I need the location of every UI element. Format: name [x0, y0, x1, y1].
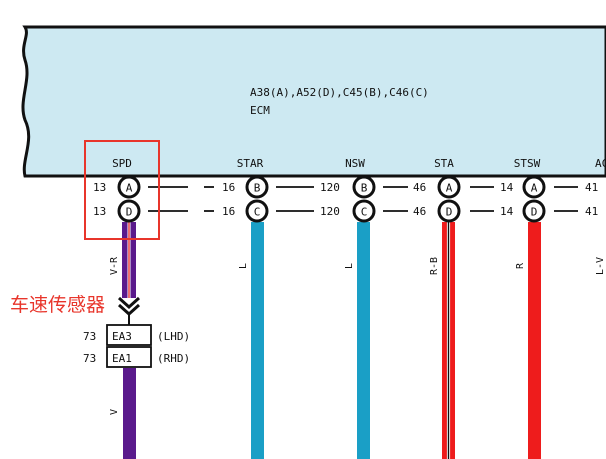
connector-note: (LHD)	[157, 330, 190, 343]
pin-number: 41	[585, 181, 598, 194]
pin-circle	[245, 175, 269, 199]
pin-letter: A	[531, 182, 538, 195]
connector-name: EA3	[112, 330, 132, 343]
pin-circle	[117, 175, 141, 199]
pin-number: 41	[585, 205, 598, 218]
connector-pin: 73	[83, 330, 96, 343]
pin-number: 16	[222, 181, 235, 194]
ecm-box	[21, 25, 606, 178]
pin-letter: D	[531, 206, 538, 219]
terminal-name-sta: STA	[434, 157, 454, 170]
pin-circle	[522, 199, 546, 223]
row-lines	[148, 186, 578, 212]
connector-arrow-icon	[117, 296, 141, 317]
pin-number: 13	[93, 181, 106, 194]
wire-label-sta: R-B	[429, 257, 440, 275]
pin-number: 14	[500, 181, 514, 194]
pin-circle	[352, 199, 376, 223]
pin-circle	[245, 199, 269, 223]
pin-letter: D	[446, 206, 453, 219]
wire-label-nsw: L	[344, 263, 355, 269]
pin-number: 13	[93, 205, 106, 218]
wire-label-ac: L-V	[595, 257, 606, 275]
pin-number: 120	[320, 205, 340, 218]
pin-letter: A	[446, 182, 453, 195]
wire-label-stsw: R	[515, 262, 526, 269]
connector-note: (RHD)	[157, 352, 190, 365]
terminal-name-ac: AC	[595, 157, 606, 170]
ecm-codes: A38(A),A52(D),C45(B),C46(C)	[250, 86, 429, 99]
ecm-name: ECM	[250, 104, 270, 117]
pin-circle	[437, 199, 461, 223]
pin-circle	[437, 175, 461, 199]
pin-number: 120	[320, 181, 340, 194]
pin-letter: A	[126, 182, 133, 195]
pin-circle	[352, 175, 376, 199]
wire-stsw	[528, 222, 541, 459]
wire-nsw	[357, 222, 370, 459]
pin-number: 14	[500, 205, 514, 218]
connector-box-ea1	[106, 346, 152, 368]
wire-sta	[442, 222, 455, 459]
terminal-name-star: STAR	[237, 157, 264, 170]
connector-box-ea3	[106, 324, 152, 346]
speed-sensor-annotation: 车速传感器	[10, 294, 105, 316]
terminal-name-spd: SPD	[112, 157, 132, 170]
pin-letter: B	[361, 182, 368, 195]
pin-letter: C	[361, 206, 368, 219]
wire-label-spd-lower: V	[109, 409, 120, 415]
wire-label-star: L	[238, 263, 249, 269]
spd-highlight-box	[84, 140, 160, 240]
wire-spd	[122, 222, 136, 298]
pin-circle	[522, 175, 546, 199]
connector-pin: 73	[83, 352, 96, 365]
terminal-name-nsw: NSW	[345, 157, 365, 170]
wire-star	[251, 222, 264, 459]
pin-circles	[117, 175, 546, 223]
terminal-name-stsw: STSW	[514, 157, 541, 170]
pin-number: 16	[222, 205, 235, 218]
pin-letter: D	[126, 206, 133, 219]
pin-circle	[117, 199, 141, 223]
pin-number: 46	[413, 205, 426, 218]
wire-spd-lower	[123, 368, 136, 459]
pin-letter: C	[254, 206, 261, 219]
connector-name: EA1	[112, 352, 132, 365]
pin-number: 46	[413, 181, 426, 194]
pin-letter: B	[254, 182, 261, 195]
wire-label-spd: V-R	[109, 256, 120, 275]
